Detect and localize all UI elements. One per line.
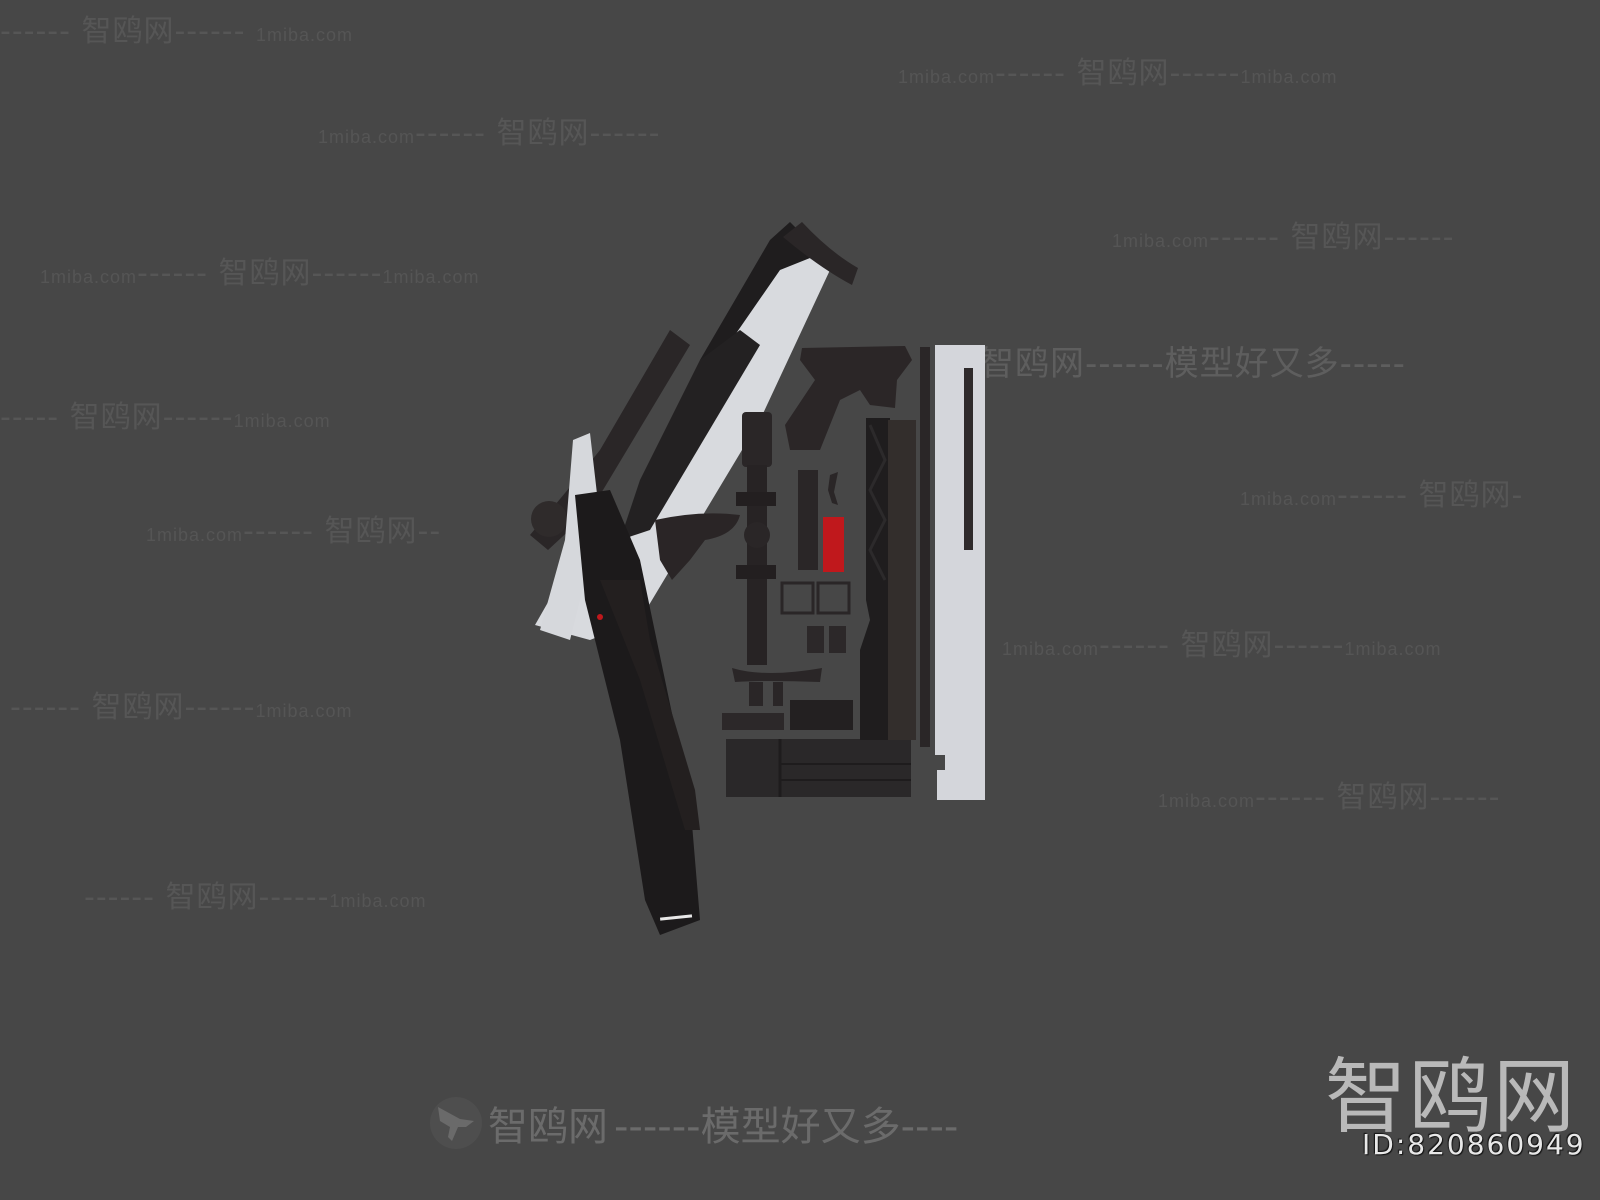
bipod-leg	[773, 682, 783, 706]
bipod-leg	[749, 682, 763, 706]
watermark-8: 1miba.com------ 智鸥网-	[1240, 470, 1523, 514]
watermark-text: ------ 智鸥网------	[1099, 628, 1345, 663]
watermark-2: 1miba.com------ 智鸥网------1miba.com	[898, 48, 1338, 92]
block-part	[807, 626, 824, 653]
watermark-url: 1miba.com	[233, 411, 331, 431]
watermark-9: 1miba.com------ 智鸥网--	[146, 506, 441, 550]
watermark-text: ------ 智鸥网------	[415, 116, 661, 151]
watermark-text: ------ 智鸥网--	[243, 514, 442, 549]
watermark-url: 1miba.com	[1112, 231, 1210, 251]
watermark-url: 1miba.com	[898, 67, 996, 87]
watermark-text: ------ 智鸥网-	[1337, 478, 1524, 513]
watermark-url: 1miba.com	[1158, 791, 1256, 811]
block-part	[722, 713, 784, 730]
watermark-text: ------ 智鸥网------	[137, 256, 383, 291]
watermark-text: 智鸥网------模型好又多-----	[980, 344, 1406, 384]
bottom-slogan: 智鸥网------模型好又多----	[430, 1094, 958, 1152]
watermark-5: 1miba.com------ 智鸥网------1miba.com	[40, 248, 480, 292]
watermark-text: ------ 智鸥网------	[0, 14, 256, 49]
watermark-url: 1miba.com	[1344, 639, 1442, 659]
watermark-10: 1miba.com------ 智鸥网------1miba.com	[1002, 620, 1442, 664]
watermark-1: ------ 智鸥网------ 1miba.com	[0, 6, 353, 50]
watermark-7: ----- 智鸥网------1miba.com	[0, 392, 331, 436]
model-id-label: ID:820860949	[1362, 1128, 1586, 1161]
watermark-url: 1miba.com	[1002, 639, 1100, 659]
watermark-url: 1miba.com	[318, 127, 416, 147]
slogan-text: ------模型好又多----	[614, 1104, 959, 1150]
scope-part	[736, 412, 776, 665]
slogan-brand: 智鸥网	[488, 1104, 608, 1150]
watermark-text: ------ 智鸥网------	[84, 880, 330, 915]
watermark-slogan: 智鸥网------模型好又多-----	[980, 336, 1406, 385]
handguard-part	[860, 418, 916, 740]
white-panel-part	[935, 345, 985, 800]
watermark-url: 1miba.com	[255, 701, 353, 721]
watermark-url: 1miba.com	[1240, 67, 1338, 87]
watermark-url: 1miba.com	[146, 525, 244, 545]
watermark-url: 1miba.com	[40, 267, 138, 287]
red-part	[823, 517, 844, 572]
frame-part	[780, 581, 815, 615]
watermark-url: 1miba.com	[329, 891, 427, 911]
block-part	[829, 626, 846, 653]
watermark-text: ------ 智鸥网------	[1209, 220, 1455, 255]
trigger-part	[828, 472, 838, 505]
bipod-part	[732, 668, 822, 682]
block-part	[790, 700, 853, 730]
brand-logo: 智鸥网	[1325, 1050, 1578, 1145]
watermark-url: 1miba.com	[255, 25, 354, 45]
watermark-text: ------ 智鸥网------	[10, 690, 256, 725]
watermark-text: ------ 智鸥网------	[1255, 780, 1501, 815]
watermark-3: 1miba.com------ 智鸥网------	[318, 108, 660, 152]
watermark-url: 1miba.com	[382, 267, 480, 287]
grip-part	[785, 346, 912, 450]
watermark-13: ------ 智鸥网------1miba.com	[84, 872, 426, 916]
watermark-4: 1miba.com------ 智鸥网------	[1112, 212, 1454, 256]
frame-part	[816, 581, 851, 615]
rail-part	[798, 470, 818, 570]
rod-part	[920, 347, 930, 747]
watermark-text: ------ 智鸥网------	[995, 56, 1241, 91]
magazine-part	[726, 739, 911, 797]
watermark-12: 1miba.com------ 智鸥网------	[1158, 772, 1500, 816]
assembled-rifle	[530, 222, 858, 935]
watermark-11: ------ 智鸥网------1miba.com	[10, 682, 352, 726]
watermark-url: 1miba.com	[1240, 489, 1338, 509]
bird-logo-icon	[430, 1097, 482, 1149]
watermark-text: ----- 智鸥网------	[0, 400, 234, 435]
